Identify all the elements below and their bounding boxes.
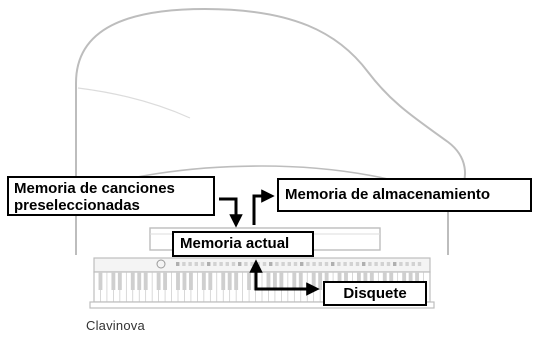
black-key <box>111 272 116 290</box>
black-key <box>156 272 161 290</box>
black-key <box>201 272 206 290</box>
black-key <box>311 272 316 290</box>
black-key <box>272 272 277 290</box>
panel-button <box>399 262 403 266</box>
panel-button <box>337 262 341 266</box>
black-key <box>292 272 297 290</box>
panel-button <box>355 262 360 266</box>
preset-memory-label-line2: preseleccionadas <box>14 197 140 214</box>
panel-button <box>207 262 211 266</box>
black-key <box>176 272 180 290</box>
black-key <box>182 272 187 290</box>
panel-button <box>231 262 236 266</box>
black-key <box>143 272 148 290</box>
arrow-current-disk-bidirectional <box>249 259 320 296</box>
model-label: Clavinova <box>86 318 145 333</box>
black-key <box>247 272 252 290</box>
black-key <box>208 272 213 290</box>
panel-button <box>200 262 205 266</box>
panel-button <box>275 262 279 266</box>
arrow-current-to-storage <box>252 189 275 225</box>
black-key <box>266 272 271 290</box>
panel-button <box>306 262 310 266</box>
black-key <box>163 272 168 290</box>
black-key <box>188 272 193 290</box>
panel-button <box>293 262 298 266</box>
black-key <box>130 272 135 290</box>
panel-button <box>380 262 384 266</box>
black-key <box>98 272 103 290</box>
panel-button <box>188 262 192 266</box>
panel-button <box>300 262 304 266</box>
preset-memory-label-line1: Memoria de canciones <box>14 180 175 197</box>
panel-button <box>287 262 291 266</box>
black-key <box>234 272 239 290</box>
panel-button <box>405 262 409 266</box>
panel-button <box>269 262 273 266</box>
storage-memory-label: Memoria de almacenamiento <box>285 186 491 203</box>
panel-button <box>244 262 248 266</box>
floppy-disk-label: Disquete <box>343 285 407 302</box>
panel-button <box>386 262 391 266</box>
black-key <box>298 272 303 290</box>
panel-button <box>182 262 186 266</box>
panel-button <box>324 262 329 266</box>
panel-button <box>238 262 242 266</box>
panel-button <box>250 262 254 266</box>
panel-button <box>213 262 217 266</box>
panel-button <box>194 262 198 266</box>
piano-lid-outline <box>75 7 466 255</box>
control-panel <box>93 257 431 273</box>
piano-lid-fold <box>77 87 191 119</box>
panel-button <box>281 262 285 266</box>
panel-button <box>393 262 397 266</box>
panel-button <box>417 262 422 266</box>
panel-button <box>343 262 347 266</box>
panel-button <box>262 262 267 266</box>
panel-button <box>349 262 353 266</box>
panel-button <box>411 262 415 266</box>
black-key <box>117 272 122 290</box>
storage-memory-box: Memoria de almacenamiento <box>277 178 532 212</box>
panel-button <box>368 262 372 266</box>
preset-song-memory-box: Memoria de canciones preseleccionadas <box>7 176 215 216</box>
panel-button <box>362 262 366 266</box>
panel-button <box>331 262 335 266</box>
current-memory-label: Memoria actual <box>180 235 290 252</box>
panel-button <box>312 262 316 266</box>
floppy-disk-box: Disquete <box>323 281 427 306</box>
panel-button <box>318 262 322 266</box>
arrow-preset-to-current <box>219 197 243 228</box>
panel-button <box>176 262 180 266</box>
black-key <box>279 272 284 290</box>
panel-button <box>225 262 229 266</box>
front-rail <box>89 301 435 309</box>
black-key <box>137 272 142 290</box>
panel-button <box>374 262 378 266</box>
panel-button <box>219 262 223 266</box>
black-key <box>221 272 226 290</box>
black-key <box>318 272 323 290</box>
current-memory-box: Memoria actual <box>172 231 314 257</box>
volume-knob <box>156 259 166 269</box>
black-key <box>227 272 232 290</box>
